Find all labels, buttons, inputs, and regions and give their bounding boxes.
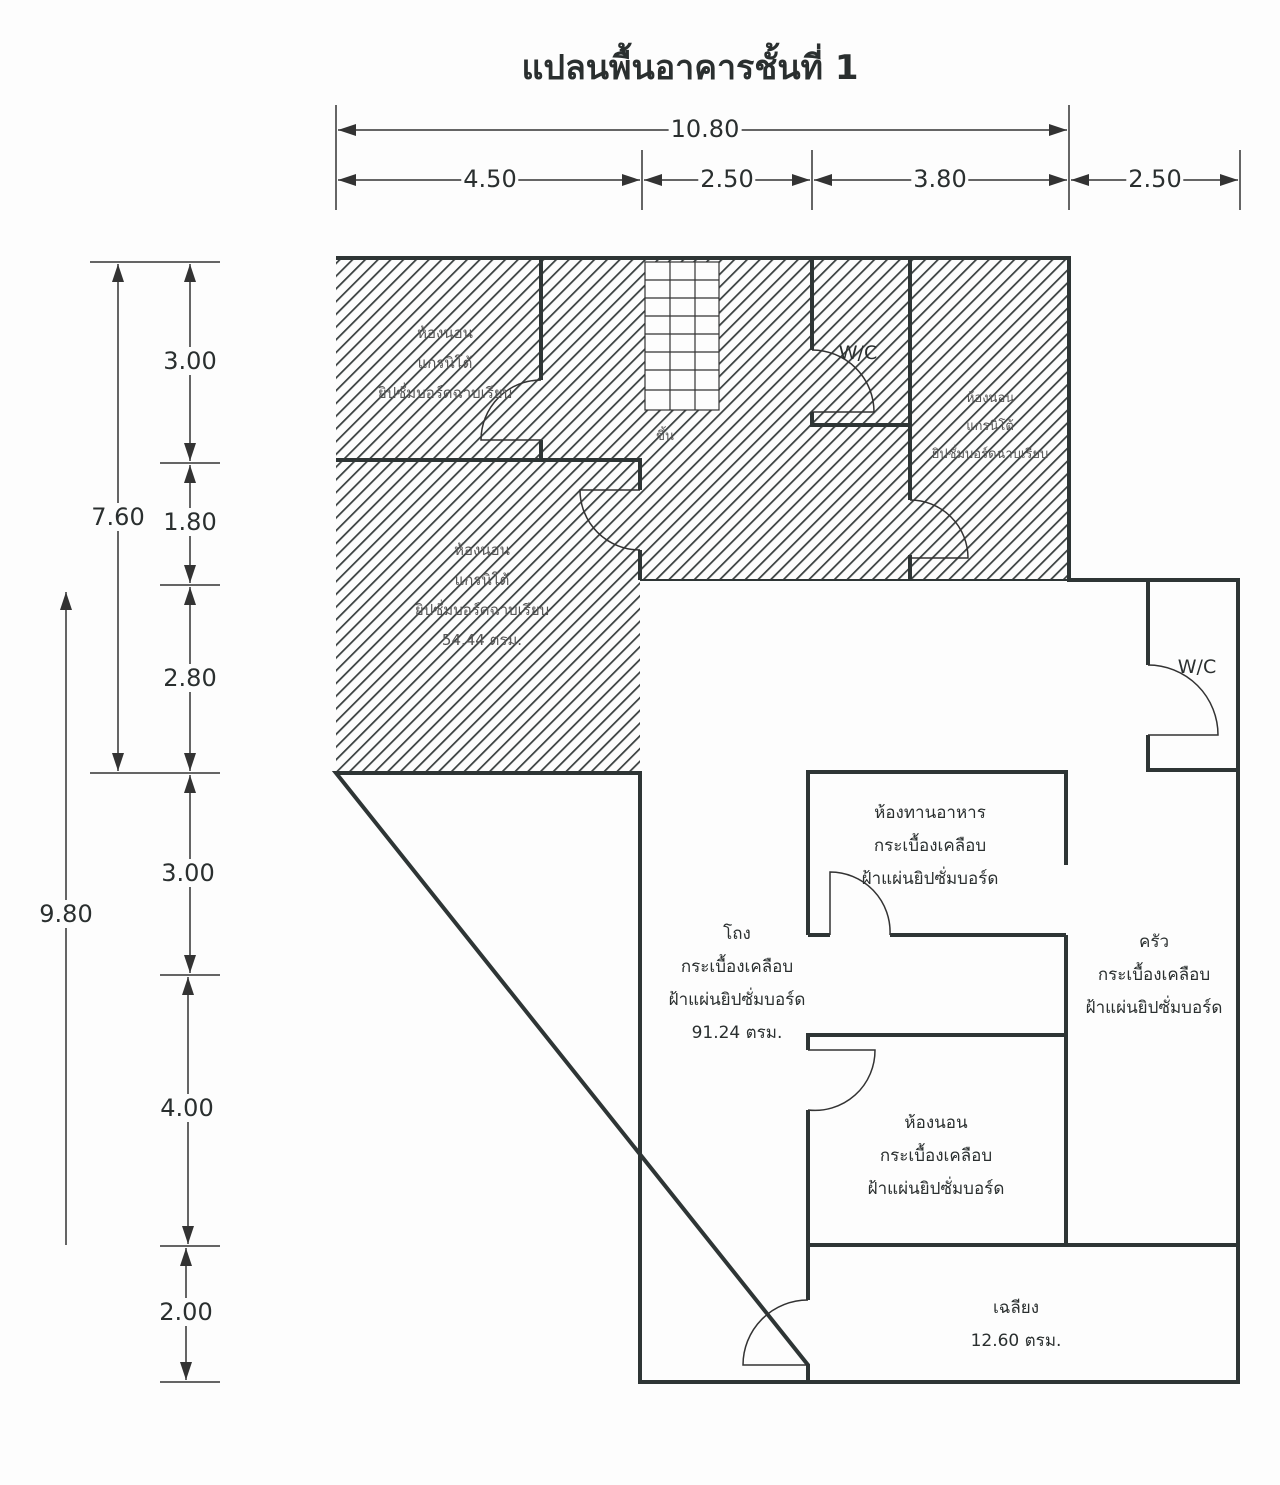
- dim-s4: 3.00: [159, 859, 217, 887]
- dim-d: 2.50: [1126, 165, 1184, 193]
- stair-label: ขึ้น: [656, 429, 674, 444]
- wc-label-2: W/C: [1177, 656, 1217, 678]
- room-bedroom-4: ห้องนอนกระเบื้องเคลือบฝ้าแผ่นยิปซั่มบอร์…: [867, 1113, 1005, 1199]
- dim-a: 4.50: [461, 165, 519, 193]
- room-bedroom-1: ห้องนอนแกรนิโต้ยิปซั่มบอร์ดฉาบเรียบ: [377, 324, 513, 402]
- dim-c: 3.80: [911, 165, 969, 193]
- dim-s2: 1.80: [161, 508, 219, 536]
- dim-b: 2.50: [698, 165, 756, 193]
- dim-outer1: 7.60: [89, 503, 147, 531]
- dim-s6: 2.00: [157, 1298, 215, 1326]
- dim-outer2: 9.80: [37, 900, 95, 928]
- wc-label-1: W/C: [838, 342, 878, 364]
- page-title: แปลนพื้นอาคารชั้นที่ 1: [521, 48, 859, 88]
- door-swings: [480, 349, 1219, 1366]
- room-kitchen: ครัวกระเบื้องเคลือบฝ้าแผ่นยิปซั่มบอร์ด: [1085, 932, 1223, 1018]
- room-bedroom-3: ห้องนอนแกรนิโต้ยิปซั่มบอร์ดฉาบเรียบ: [931, 391, 1049, 462]
- dim-s1: 3.00: [161, 347, 219, 375]
- dim-total-width: 10.80: [668, 115, 742, 143]
- walls: [331, 256, 1240, 1384]
- hatched-area: [336, 258, 1069, 773]
- dim-s3: 2.80: [161, 664, 219, 692]
- stairs: [644, 261, 720, 411]
- dim-s5: 4.00: [158, 1094, 216, 1122]
- room-dining: ห้องทานอาหารกระเบื้องเคลือบฝ้าแผ่นยิปซั่…: [861, 803, 999, 889]
